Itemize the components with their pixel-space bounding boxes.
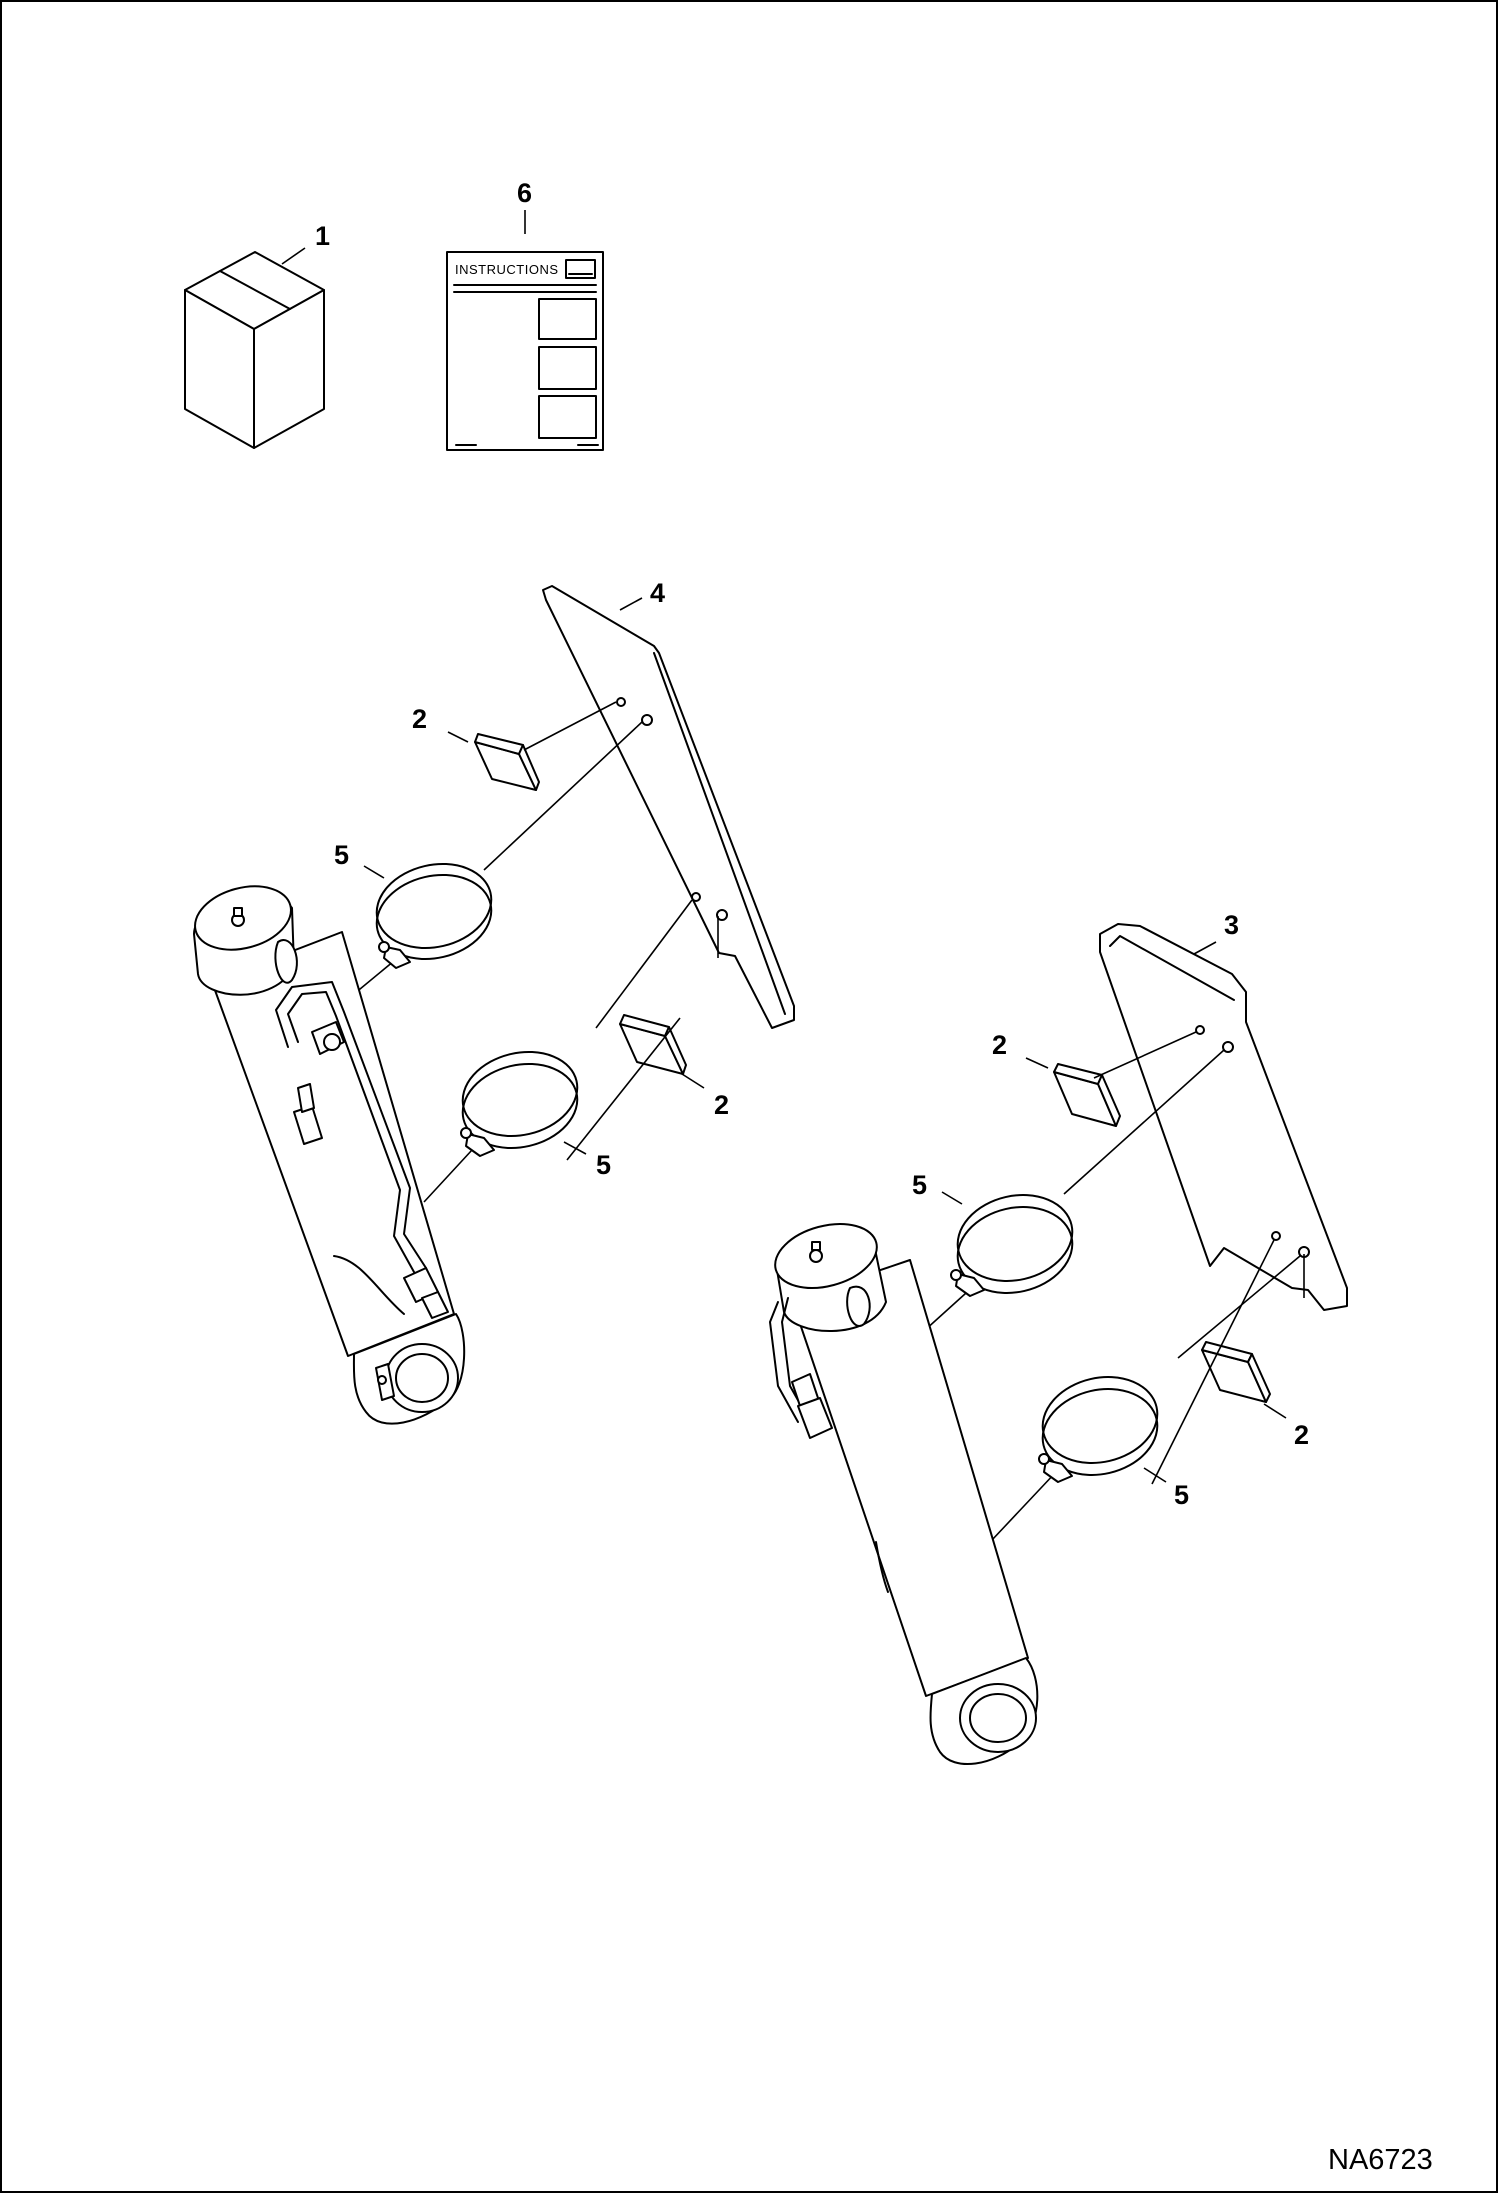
callout-2a: 2 — [412, 704, 427, 734]
callout-5b: 5 — [596, 1150, 611, 1180]
leader-5d — [1143, 1467, 1167, 1483]
leader-1 — [281, 247, 306, 265]
figure-code: NA6723 — [1328, 2144, 1433, 2176]
connector-lines-right — [913, 1031, 1305, 1541]
part-bracket-left — [542, 585, 795, 1029]
part-clamp-left-upper — [375, 862, 493, 969]
leader-2b — [681, 1073, 705, 1089]
callout-2d: 2 — [1294, 1420, 1309, 1450]
callout-6: 6 — [517, 178, 532, 208]
part-pad-right-upper — [1053, 1063, 1121, 1127]
part-clamp-left-lower — [460, 1050, 579, 1157]
callout-5a: 5 — [334, 840, 349, 870]
instructions-title: INSTRUCTIONS — [455, 262, 559, 277]
leader-5c — [941, 1191, 963, 1205]
callout-2c: 2 — [992, 1030, 1007, 1060]
connector-lines-left — [353, 701, 719, 1203]
leader-2a — [447, 731, 469, 743]
part-pad-left-upper — [474, 733, 540, 791]
part-instructions: INSTRUCTIONS — [446, 251, 604, 451]
leader-2c — [1025, 1057, 1049, 1069]
leader-5a — [363, 865, 385, 879]
callout-3: 3 — [1224, 910, 1239, 940]
callout-5c: 5 — [912, 1170, 927, 1200]
part-pad-right-lower — [1201, 1341, 1271, 1403]
part-box — [184, 251, 325, 449]
part-cylinder-left — [193, 885, 466, 1425]
part-cylinder-right — [769, 1223, 1039, 1765]
callout-4: 4 — [650, 578, 665, 608]
leader-4 — [619, 597, 643, 611]
part-clamp-right-upper — [950, 1194, 1074, 1297]
callout-2b: 2 — [714, 1090, 729, 1120]
part-pad-left-lower — [619, 1014, 687, 1075]
callout-5d: 5 — [1174, 1480, 1189, 1510]
leader-3 — [1193, 941, 1217, 955]
callout-1: 1 — [315, 221, 330, 251]
leader-5b — [563, 1141, 587, 1155]
part-bracket-right — [1099, 923, 1348, 1311]
leader-2d — [1263, 1403, 1287, 1419]
part-clamp-right-lower — [1038, 1376, 1159, 1483]
